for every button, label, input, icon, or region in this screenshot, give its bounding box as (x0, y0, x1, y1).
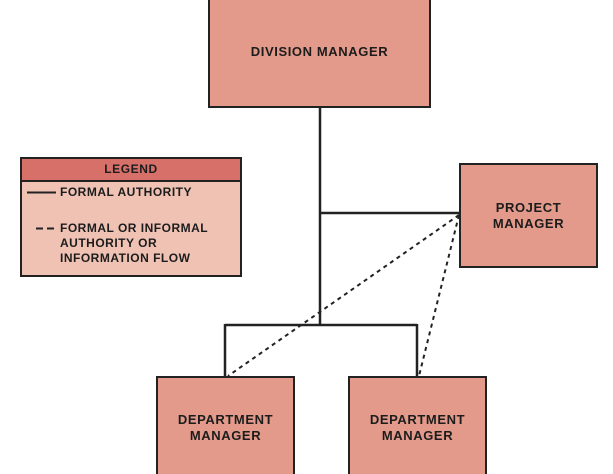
legend-title: LEGEND (22, 159, 240, 182)
legend: LEGEND FORMAL AUTHORITY FORMAL OR INFORM… (20, 157, 242, 277)
node-project-manager-label: PROJECT MANAGER (492, 199, 565, 231)
dashed-line-icon (26, 221, 56, 236)
solid-line-icon (26, 185, 56, 200)
node-department-manager-right-label: DEPARTMENT MANAGER (369, 412, 466, 443)
node-project-manager: PROJECT MANAGER (459, 163, 598, 268)
legend-item-solid: FORMAL AUTHORITY (26, 185, 192, 200)
legend-item-dashed: FORMAL OR INFORMAL AUTHORITY OR INFORMAT… (26, 221, 208, 266)
edge-project-to-department-left-dashed (227, 214, 460, 377)
node-division-manager-label: DIVISION MANAGER (250, 44, 389, 59)
node-department-manager-left: DEPARTMENT MANAGER (156, 376, 295, 474)
legend-item-solid-label: FORMAL AUTHORITY (60, 185, 192, 199)
node-division-manager: DIVISION MANAGER (208, 0, 431, 108)
edge-project-to-department-right-dashed (418, 214, 460, 377)
node-department-manager-left-label: DEPARTMENT MANAGER (177, 412, 274, 443)
node-department-manager-right: DEPARTMENT MANAGER (348, 376, 487, 474)
legend-item-dashed-label: FORMAL OR INFORMAL AUTHORITY OR INFORMAT… (60, 221, 209, 265)
